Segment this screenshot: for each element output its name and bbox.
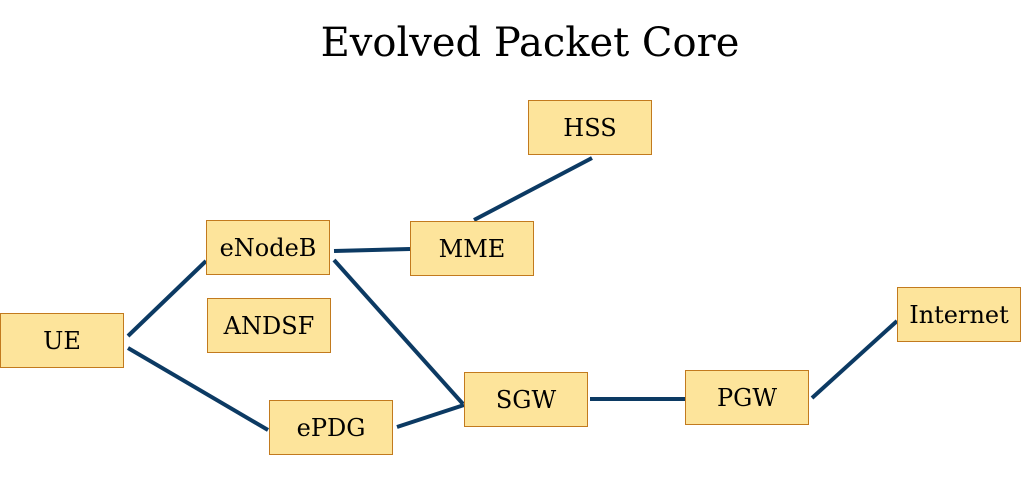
edge-enodeb-mme: [333, 247, 411, 253]
node-epdg: ePDG: [269, 400, 393, 455]
node-hss: HSS: [528, 100, 652, 155]
edge-enodeb-sgw: [332, 258, 465, 406]
node-mme: MME: [410, 221, 534, 276]
edge-epdg-sgw: [396, 403, 465, 429]
edge-ue-enodeb: [126, 259, 208, 338]
node-ue: UE: [0, 313, 124, 368]
node-andsf: ANDSF: [207, 298, 331, 353]
node-pgw: PGW: [685, 370, 809, 425]
node-enodeb: eNodeB: [206, 220, 330, 275]
edge-mme-hss: [473, 156, 593, 222]
edge-ue-epdg: [126, 346, 270, 432]
node-sgw: SGW: [464, 372, 588, 427]
node-internet: Internet: [897, 287, 1021, 342]
edge-pgw-internet: [810, 319, 899, 400]
diagram-title: Evolved Packet Core: [320, 20, 740, 66]
